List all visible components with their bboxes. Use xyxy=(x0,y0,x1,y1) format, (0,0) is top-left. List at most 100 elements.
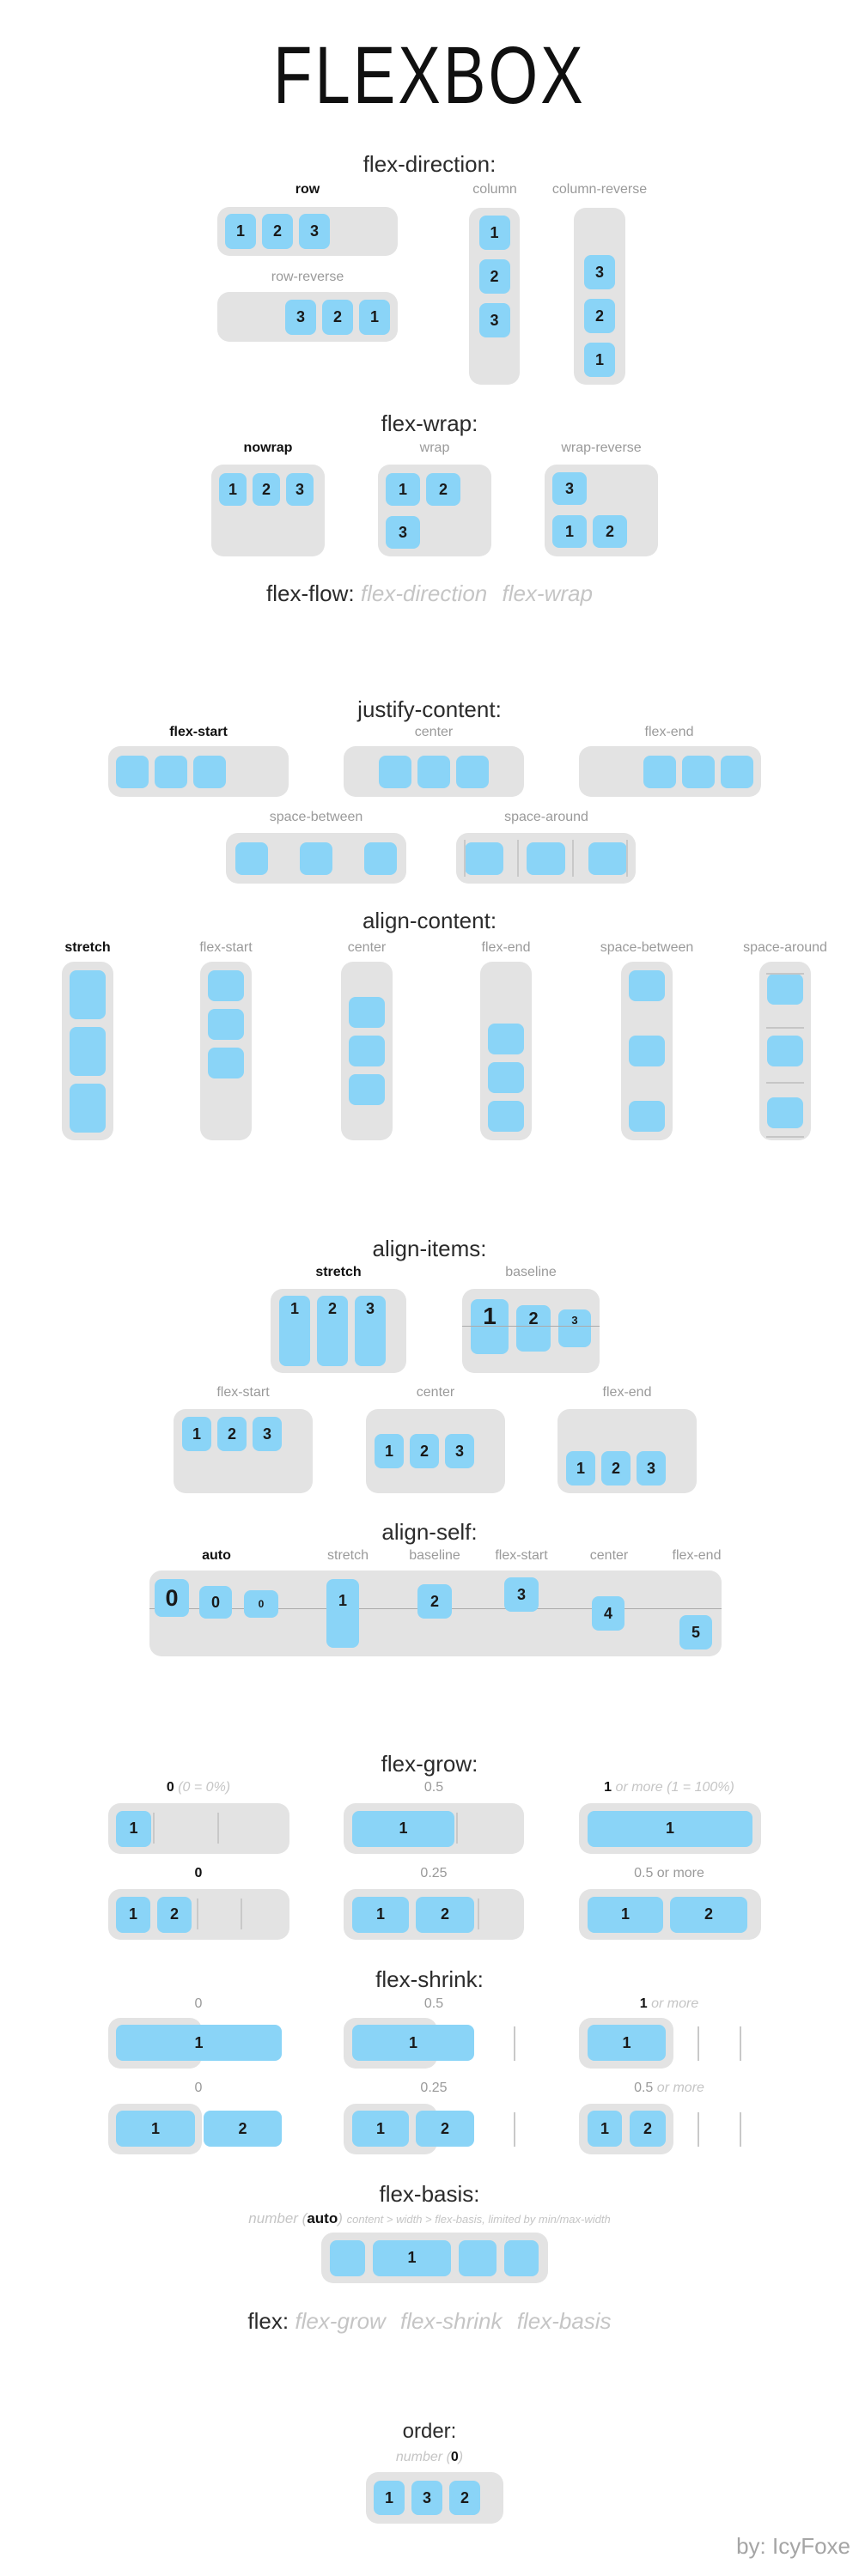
flex-item xyxy=(456,755,489,788)
label-stretch: stretch xyxy=(326,1548,369,1563)
label-space-between: space-between xyxy=(269,810,363,824)
section-flex-direction: flex-direction: row column column-revers… xyxy=(0,151,859,392)
flex-item xyxy=(155,755,187,788)
label-flex-start: flex-start xyxy=(169,725,228,739)
flex-item xyxy=(364,841,397,875)
label-bold: 1 xyxy=(639,1996,648,2011)
flex-item xyxy=(643,755,676,788)
author-credit: by: IcyFoxe xyxy=(736,2533,850,2559)
flex-item: 1 xyxy=(588,2025,666,2061)
flex-item xyxy=(208,1048,244,1078)
section-heading: flex-direction: xyxy=(362,151,497,177)
flex-item: 1 xyxy=(584,343,615,377)
flex-direction-row-reverse-container: 3 2 1 xyxy=(217,292,398,342)
flex-item-center: 4 xyxy=(592,1596,624,1631)
flex-grow-05-container: 1 xyxy=(344,1803,524,1854)
flex-item: 2 xyxy=(478,259,510,294)
flex-item: 1 xyxy=(373,2239,451,2276)
flex-wrap-wrap-container: 1 2 3 xyxy=(378,465,491,556)
shrink-guide-line xyxy=(514,2026,515,2061)
section-align-items: align-items: stretch baseline 1 2 3 1 2 … xyxy=(0,1236,859,1502)
section-flex-basis: flex-basis: number (auto) content > widt… xyxy=(0,2181,859,2293)
justify-space-between-container xyxy=(226,833,406,884)
flex-item xyxy=(767,1097,803,1129)
flex-item-flex-start: 3 xyxy=(504,1577,539,1612)
align-content-center-container xyxy=(341,962,393,1140)
align-items-flex-start-container: 1 2 3 xyxy=(174,1409,313,1493)
label-flex-end: flex-end xyxy=(644,725,694,739)
section-justify-content: justify-content: flex-start center flex-… xyxy=(0,696,859,894)
flex-direction-row-container: 1 2 3 xyxy=(217,207,398,256)
label-flex-start: flex-start xyxy=(199,940,253,955)
flex-item: 2 xyxy=(601,1451,631,1485)
flex-item: 1 xyxy=(219,473,247,506)
page-title: FLEXBOX xyxy=(273,30,586,121)
flex-basis-container: 1 xyxy=(321,2233,548,2283)
flex-item xyxy=(488,1024,524,1054)
label-flex-end: flex-end xyxy=(481,940,531,955)
align-content-flex-start-container xyxy=(200,962,252,1140)
space-divider-line xyxy=(766,1136,804,1138)
align-content-stretch-container xyxy=(62,962,113,1140)
label-text: 0.5 xyxy=(423,1780,444,1795)
label-stretch: stretch xyxy=(64,940,111,955)
flex-item-overflow: 1 xyxy=(116,2025,282,2061)
flex-item: 3 xyxy=(637,1451,666,1485)
flex-grow-1-container: 1 xyxy=(579,1803,761,1854)
note-paren: ) xyxy=(338,2210,343,2227)
label-italic: (0 = 0%) xyxy=(178,1780,231,1795)
flex-item: 3 xyxy=(558,1309,591,1347)
label-baseline: baseline xyxy=(505,1265,557,1279)
label-auto: auto xyxy=(202,1548,231,1563)
shorthand-property: flex-flow: xyxy=(266,580,355,606)
flex-grow-0-container: 1 xyxy=(108,1803,289,1854)
label-text: 0.5 or more xyxy=(634,1866,704,1880)
flex-item: 1 xyxy=(352,1810,454,1847)
label-center: center xyxy=(416,1385,455,1400)
flex-item-baseline: 2 xyxy=(417,1584,452,1619)
grow-guide-line xyxy=(197,1899,198,1929)
label-text: 0.25 xyxy=(420,2081,448,2095)
flex-item xyxy=(349,997,385,1028)
flex-item xyxy=(417,755,450,788)
flex-item xyxy=(629,1036,665,1066)
section-heading: align-self: xyxy=(381,1519,478,1545)
label-bold: 1 xyxy=(604,1780,612,1795)
align-items-stretch-container: 1 2 3 xyxy=(271,1289,406,1373)
label-flex-end: flex-end xyxy=(602,1385,652,1400)
label-text: 0 xyxy=(194,2081,203,2095)
flex-item: 1 xyxy=(588,1810,752,1847)
flex-item-overflow: 2 xyxy=(416,2111,474,2147)
section-flex-wrap: flex-wrap: nowrap wrap wrap-reverse 1 2 … xyxy=(0,410,859,582)
grow-guide-line xyxy=(153,1813,155,1844)
label-flex-end: flex-end xyxy=(672,1548,722,1563)
flex-item-overflow: 1 xyxy=(352,2025,474,2061)
baseline-line xyxy=(462,1326,600,1327)
section-heading: align-content: xyxy=(362,908,497,933)
flex-item xyxy=(70,1084,106,1133)
label-wrap: wrap xyxy=(419,440,450,455)
space-divider-line xyxy=(766,1027,804,1029)
section-heading: order: xyxy=(402,2420,457,2443)
shrink-guide-line xyxy=(698,2026,699,2061)
note-paren: ) xyxy=(458,2450,464,2464)
justify-center-container xyxy=(344,746,524,797)
label-bold: 0 xyxy=(194,1866,203,1880)
flex-item xyxy=(488,1101,524,1132)
flex-item xyxy=(527,841,565,875)
flex-item: 1 xyxy=(588,2111,622,2147)
grow-guide-line xyxy=(217,1813,219,1844)
flex-item: 1 xyxy=(225,214,256,249)
note-italic: number ( xyxy=(395,2450,451,2464)
label-wrap-reverse: wrap-reverse xyxy=(561,440,642,455)
flex-item: 2 xyxy=(426,473,460,506)
space-divider-line xyxy=(464,840,466,877)
align-content-flex-end-container xyxy=(480,962,532,1140)
align-items-center-container: 1 2 3 xyxy=(366,1409,505,1493)
flex-item xyxy=(70,970,106,1019)
flex-item: 2 xyxy=(217,1417,247,1451)
flex-wrap-nowrap-container: 1 2 3 xyxy=(211,465,325,556)
flex-item xyxy=(465,841,503,875)
space-divider-line xyxy=(572,840,574,877)
shorthand-property: flex: xyxy=(247,2308,289,2334)
